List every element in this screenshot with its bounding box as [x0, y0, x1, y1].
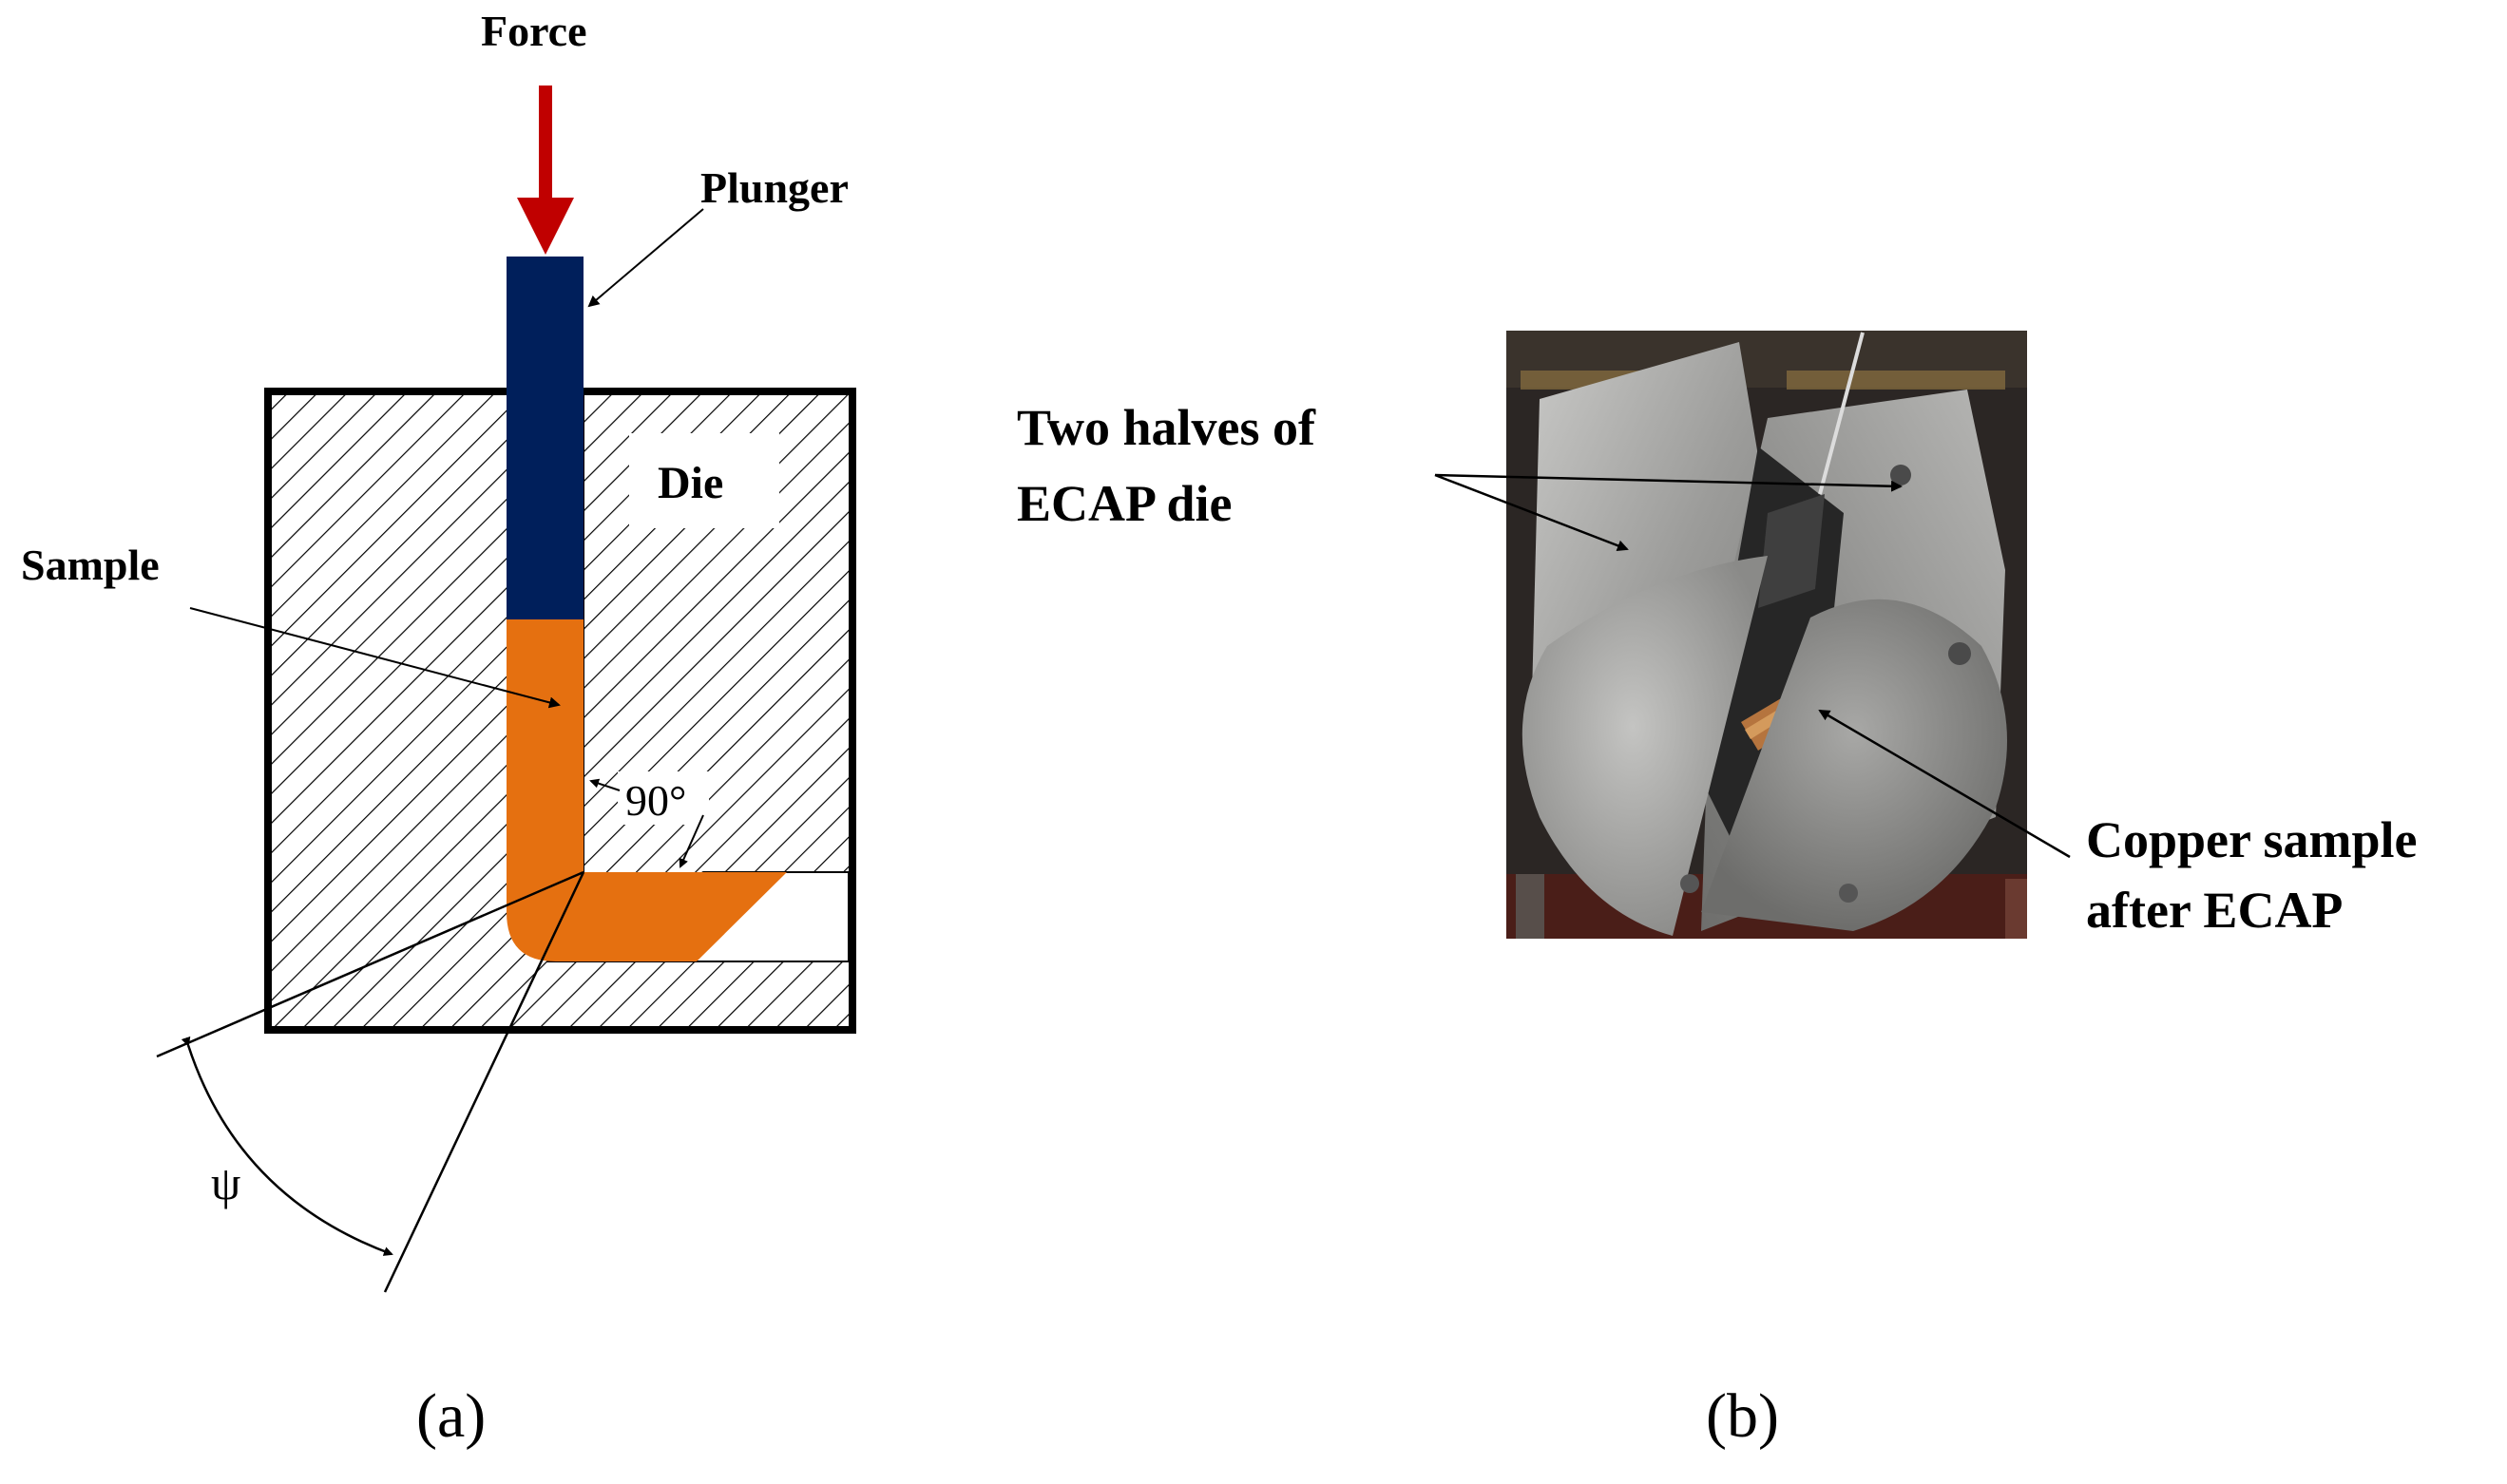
die-label: Die	[658, 458, 723, 508]
psi-line-1	[156, 870, 584, 1058]
sample-label: Sample	[21, 541, 160, 589]
angle-90-label: 90°	[625, 776, 686, 825]
caption-b: (b)	[1706, 1381, 1779, 1451]
psi-label: ψ	[211, 1156, 240, 1209]
copper-leader	[1818, 709, 2071, 859]
die-halves-label-line2: ECAP die	[1017, 475, 1233, 532]
caption-a: (a)	[416, 1381, 486, 1451]
die-halves-leader-1	[1434, 473, 1629, 551]
force-arrow	[517, 86, 574, 255]
force-label: Force	[481, 7, 587, 55]
panel-b-photo: Two halves of ECAP die Copper sample aft…	[1017, 331, 2418, 1451]
sample-leader	[189, 607, 561, 709]
ecap-die-photo	[1506, 331, 2027, 939]
plunger-label: Plunger	[700, 163, 849, 212]
copper-label-line1: Copper sample	[2086, 811, 2418, 868]
die-label-box	[629, 433, 779, 528]
panel-a-schematic: Die Force Plunger Sample 90° ψ (a)	[21, 7, 856, 1451]
plunger-leader	[587, 208, 704, 308]
die-halves-label-line1: Two halves of	[1017, 399, 1316, 456]
psi-arc	[181, 1036, 393, 1256]
plunger	[507, 257, 584, 619]
copper-label-line2: after ECAP	[2086, 882, 2343, 939]
die-halves-leader-2	[1434, 473, 1903, 492]
psi-line-2	[383, 871, 585, 1293]
